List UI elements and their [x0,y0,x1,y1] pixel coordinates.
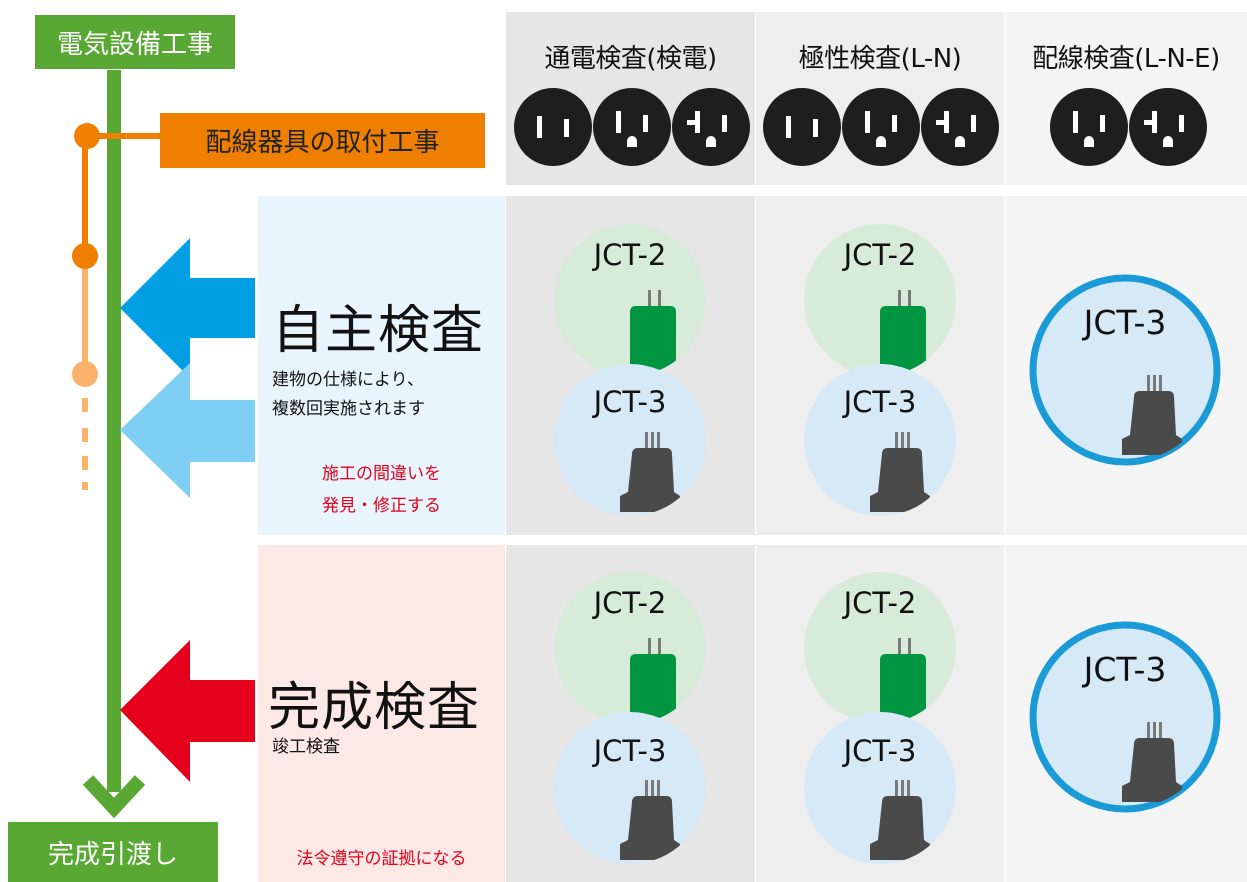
col1-title: 通電検査(検電) [544,44,717,74]
self-inspection-node-1 [72,243,98,269]
col2-title: 極性検査(L-N) [798,44,962,74]
self-inspection-node-2 [72,361,98,387]
final-inspection-subtitle-line-1: 竣工検査 [272,737,340,757]
col1-header: 通電検査(検電) [506,12,755,185]
wiring-node [74,123,100,149]
self-inspection-repeat-arrow [120,363,255,498]
final-inspection-arrow [120,640,255,782]
col3-header: 配線検査(L-N-E) [1005,12,1247,185]
self-inspection-branch-line [82,255,88,373]
jct3-label-text: JCT-3 [843,385,917,419]
self-inspection-arrow [120,238,255,378]
wiring-branch-line [82,133,88,255]
self-inspection-note-line-1: 施工の間違いを [322,464,441,484]
self-inspection-subtitle-line-1: 建物の仕様により、 [272,370,424,390]
self-inspection-title: 自主検査 [272,301,485,361]
main-flow-arrowhead [82,775,146,819]
jct3-label: JCT-3 [554,734,706,768]
jct2-label-text: JCT-2 [593,238,667,272]
repeat-dash-2 [82,428,88,442]
self-inspection-subtitle-line-2: 複数回実施されます [272,399,425,419]
start-label-text: 電気設備工事 [56,29,213,60]
col3-header-bg [1005,12,1247,185]
end-label-text: 完成引渡し [47,839,178,870]
jct2-label: JCT-2 [804,586,956,620]
self-inspection-note-line-2: 発見・修正する [322,496,441,516]
repeat-dash-1 [82,398,88,412]
final-inspection-panel: 完成検査 竣工検査 法令遵守の証拠になる [258,545,505,882]
jct2-label: JCT-2 [554,586,706,620]
jct2-label-text: JCT-2 [843,238,917,272]
jct2-label: JCT-2 [804,238,956,272]
final-inspection-title: 完成検査 [268,678,481,738]
jct3-label-text: JCT-3 [593,734,667,768]
main-flow-line [107,70,121,792]
start-label: 電気設備工事 [35,15,235,69]
jct2-label-text: JCT-2 [843,586,917,620]
repeat-dash-3 [82,456,88,470]
wiring-label-text: 配線器具の取付工事 [205,128,440,158]
jct3-large-label-text: JCT-3 [1083,650,1167,689]
self-inspection-subtitle: 建物の仕様により、 複数回実施されます [272,366,425,424]
final-inspection-note-line-1: 法令遵守の証拠になる [296,849,467,869]
jct2-label: JCT-2 [554,238,706,272]
jct2-label-text: JCT-2 [593,586,667,620]
wiring-connector-line [85,133,165,139]
col3-title: 配線検査(L-N-E) [1032,44,1220,74]
wiring-label: 配線器具の取付工事 [160,113,485,168]
final-inspection-subtitle: 竣工検査 [272,733,340,762]
final-inspection-note: 法令遵守の証拠になる [258,843,505,875]
jct3-label-text: JCT-3 [843,734,917,768]
jct3-label: JCT-3 [554,385,706,419]
jct3-large-label-text: JCT-3 [1083,303,1167,342]
col2-header: 極性検査(L-N) [756,12,1004,185]
jct3-label: JCT-3 [804,734,956,768]
jct3-label: JCT-3 [804,385,956,419]
self-inspection-note: 施工の間違いを 発見・修正する [258,458,505,522]
self-inspection-panel: 自主検査 建物の仕様により、 複数回実施されます 施工の間違いを 発見・修正する [258,196,505,535]
jct3-label-text: JCT-3 [593,385,667,419]
jct3-large-label: JCT-3 [1033,303,1217,342]
repeat-dash-4 [82,482,88,490]
end-label: 完成引渡し [8,822,218,882]
jct3-large-label: JCT-3 [1033,650,1217,689]
